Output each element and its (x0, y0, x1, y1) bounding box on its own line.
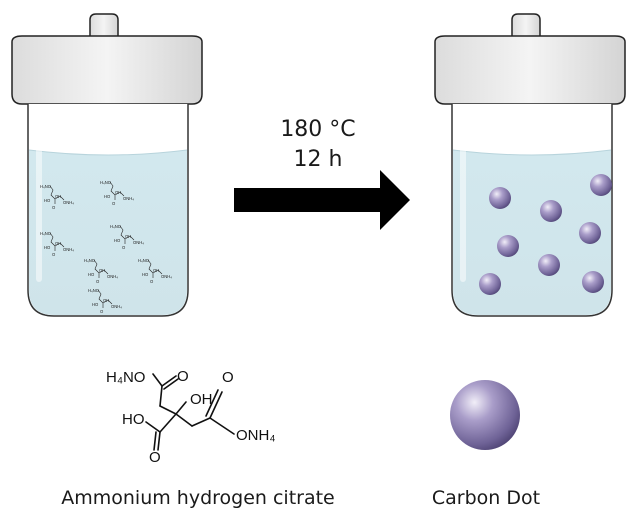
carbon-dot-particles (479, 174, 612, 295)
hydroxyl-group: OH (190, 391, 213, 408)
ammonium-ester: ONH₄ (236, 427, 275, 444)
carbon-dot-particle (579, 222, 601, 244)
product-label: Carbon Dot (432, 487, 540, 509)
carbon-dot-particle (590, 174, 612, 196)
reaction-arrow (234, 170, 410, 230)
acid-oxygen: HO (122, 411, 145, 428)
ammonium-group: H₄NO (106, 369, 145, 386)
carbon-dot-particle (479, 273, 501, 295)
carbon-dot-illustration (450, 380, 520, 450)
citrate-structure: H₄NO OH HO ONH₄ O O O (106, 368, 275, 466)
reaction-duration: 12 h (294, 147, 343, 172)
reaction-temperature: 180 °C (280, 117, 355, 142)
carbon-dot-particle (540, 200, 562, 222)
carbon-dot-particle (497, 235, 519, 257)
carbon-dot-particle (582, 271, 604, 293)
carbon-dot-particle (489, 187, 511, 209)
carbonyl-oxygen-bottom: O (149, 449, 161, 466)
reactant-label: Ammonium hydrogen citrate (61, 487, 335, 509)
vessel-after (434, 13, 626, 317)
carbonyl-oxygen-right: O (222, 369, 234, 386)
carbonyl-oxygen-top: O (177, 368, 189, 385)
carbon-dot-particle (538, 254, 560, 276)
vessel-before (11, 13, 203, 317)
solution-before (29, 150, 187, 315)
